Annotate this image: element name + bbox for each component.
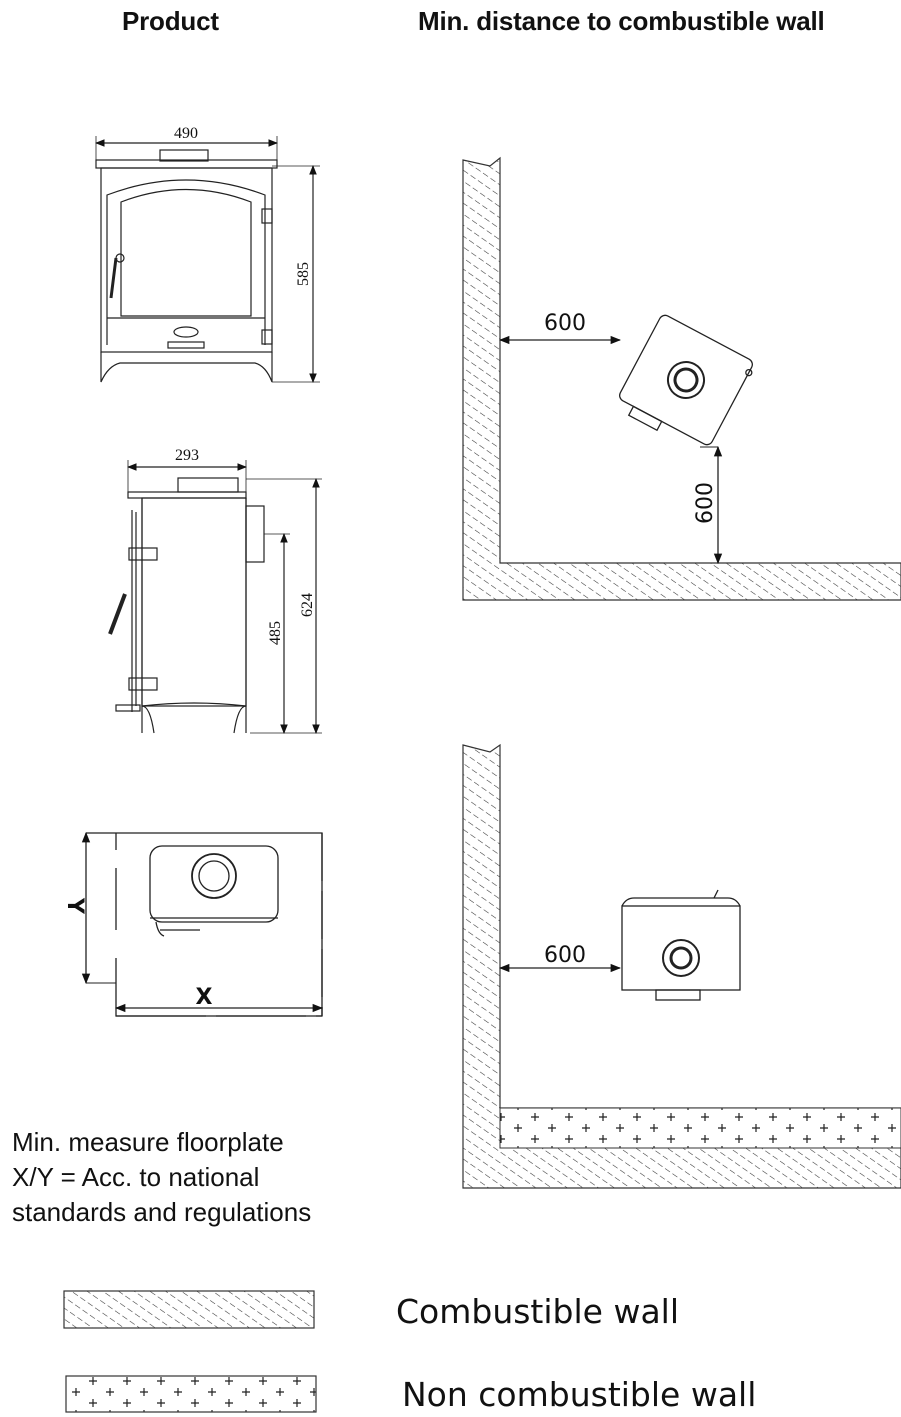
legend-noncombustible-swatch [65, 1375, 317, 1413]
side-view [108, 460, 322, 734]
door-frame [106, 179, 266, 345]
corner-installation [462, 156, 901, 601]
note-line-1: Min. measure floorplate [12, 1127, 284, 1157]
x-label: X [196, 985, 213, 1010]
wall-installation [462, 743, 901, 1189]
front-width-label: 490 [174, 125, 198, 142]
side-flue-collar [177, 477, 239, 493]
front-handle [109, 257, 118, 299]
legend-noncombustible-label: Non combustible wall [402, 1375, 757, 1414]
side-hinge-top [128, 547, 158, 561]
side-height-label: 624 [299, 593, 316, 617]
y-label: Y [62, 897, 87, 915]
stove-body [100, 167, 273, 353]
front-hinge-top [261, 208, 273, 224]
door-glass [120, 188, 252, 317]
top-view [81, 831, 324, 1017]
side-rear-flue [245, 505, 265, 563]
wall-stove [621, 889, 741, 1001]
top-stove-body [149, 845, 279, 923]
corner-combustible-wall [462, 156, 901, 601]
legend-combustible-label: Combustible wall [396, 1292, 679, 1331]
corner-rear-clearance-label: 600 [693, 482, 718, 524]
top-flue-outlet [191, 853, 237, 899]
side-handle [108, 593, 127, 635]
side-depth-label: 293 [175, 447, 199, 464]
floorplate-note: Min. measure floorplate X/Y = Acc. to na… [12, 1125, 311, 1230]
note-line-2: X/Y = Acc. to national [12, 1162, 260, 1192]
corner-stove [619, 314, 753, 446]
note-line-3: standards and regulations [12, 1197, 312, 1227]
front-hinge-bottom [261, 329, 273, 345]
product-heading: Product [122, 6, 219, 36]
non-combustible-wall-layer [499, 1107, 901, 1149]
side-flue-height-label: 485 [267, 621, 284, 645]
legend-combustible-swatch [63, 1290, 315, 1329]
flue-collar [159, 149, 209, 162]
wall-side-clearance-label: 600 [544, 943, 586, 968]
distance-heading: Min. distance to combustible wall [418, 6, 825, 36]
side-top-plate [127, 491, 247, 499]
front-view [95, 136, 320, 383]
corner-side-clearance-label: 600 [544, 311, 586, 336]
front-height-label: 585 [295, 262, 312, 286]
side-hinge-bottom [128, 677, 158, 691]
air-control [173, 326, 199, 338]
